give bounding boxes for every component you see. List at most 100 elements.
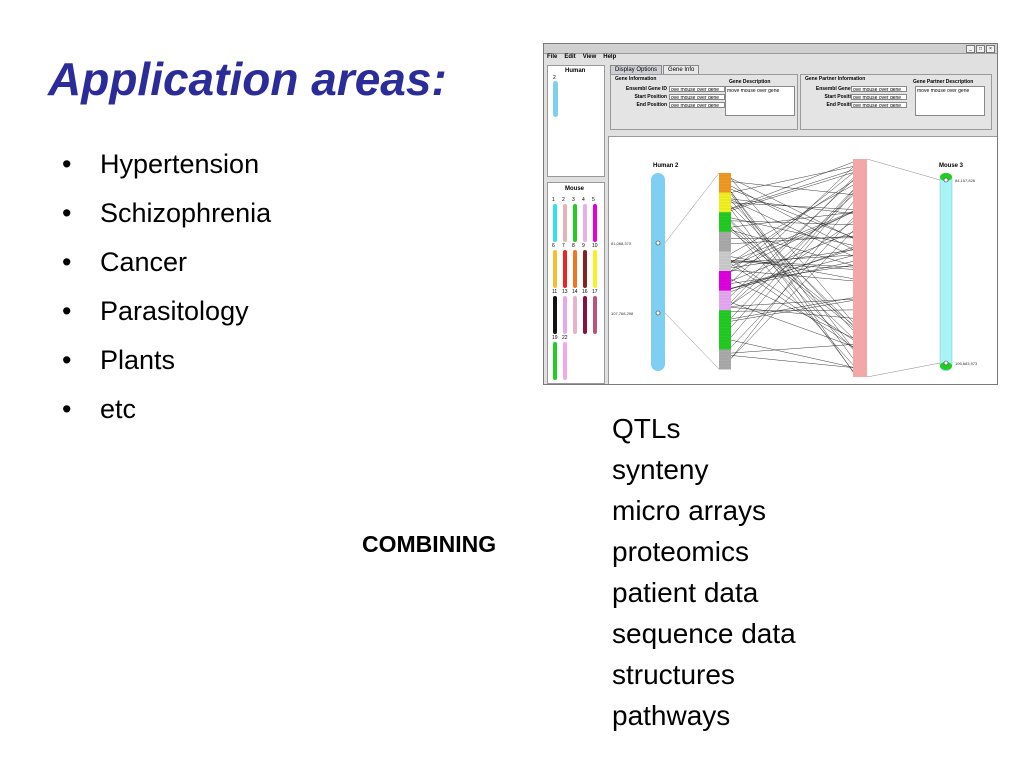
- synteny-line: [730, 209, 854, 372]
- mouse-chromosome-5[interactable]: [593, 204, 597, 242]
- window-titlebar: _ □ ×: [544, 44, 997, 54]
- synteny-line: [730, 169, 854, 210]
- synteny-line: [730, 256, 854, 279]
- mouse-chromosome-22[interactable]: [563, 342, 567, 380]
- synteny-line: [730, 172, 854, 272]
- mouse-chromosome-number: 13: [562, 289, 568, 295]
- menu-file[interactable]: File: [547, 54, 558, 60]
- synteny-line: [730, 278, 854, 339]
- mouse-chromosome-4[interactable]: [583, 204, 587, 242]
- mouse-chromosome-number: 14: [572, 289, 578, 295]
- left-marker-label: 107,768,298: [611, 311, 634, 316]
- synteny-line: [730, 188, 854, 238]
- mouse-chromosome-number: 6: [552, 243, 555, 249]
- mouse-chromosome-16[interactable]: [583, 296, 587, 334]
- synteny-line: [730, 297, 854, 320]
- left-marker-dot: [655, 240, 661, 246]
- close-icon[interactable]: ×: [986, 45, 995, 53]
- menu-edit[interactable]: Edit: [564, 54, 576, 60]
- gene-description-field[interactable]: move mouse over gene: [725, 86, 795, 116]
- gene-partner-info-box: Gene Partner Information Ensembl Gene ID…: [800, 74, 992, 130]
- mouse-chromosome-number: 19: [552, 335, 558, 341]
- partner-description-field[interactable]: move mouse over gene: [915, 86, 985, 116]
- synteny-line: [730, 185, 854, 250]
- mouse-chromosome-11[interactable]: [553, 296, 557, 334]
- combining-label: COMBINING: [362, 531, 497, 557]
- mouse-chromosome-number: 5: [592, 197, 595, 203]
- synteny-line: [730, 229, 854, 266]
- mouse-chromosome-9[interactable]: [583, 250, 587, 288]
- mouse-chromosome-1[interactable]: [553, 204, 557, 242]
- synteny-line: [730, 211, 854, 262]
- human-chromosome-thumbnail[interactable]: [553, 81, 558, 117]
- synteny-line: [730, 191, 854, 359]
- partner-description-header: Gene Partner Description: [913, 79, 974, 85]
- right-marker-dot: [943, 177, 949, 183]
- chromosome-cap: [940, 173, 952, 181]
- mouse-chromosome-number: 17: [592, 289, 598, 295]
- mouse-chromosome-13[interactable]: [563, 296, 567, 334]
- synteny-diagram: Human 2 81,068,373 107,768,298 Mouse 3 8…: [611, 158, 978, 378]
- menu-bar: File Edit View Help: [544, 54, 616, 63]
- synteny-line: [730, 217, 854, 348]
- mouse-chromosome-7[interactable]: [563, 250, 567, 288]
- menu-help[interactable]: Help: [603, 54, 617, 60]
- gene-info-header: Gene Information: [615, 76, 657, 82]
- synteny-lines: [664, 158, 941, 378]
- list-item: patient data: [612, 577, 759, 608]
- maximize-icon[interactable]: □: [976, 45, 985, 53]
- mouse-chromosome-number: 10: [592, 243, 598, 249]
- partner-ensembl-id-field[interactable]: ove mouse over gene: [851, 86, 907, 92]
- synteny-line: [730, 307, 854, 319]
- synteny-line: [730, 230, 854, 359]
- partner-end-position-field[interactable]: ove mouse over gene: [851, 102, 907, 108]
- list-item: micro arrays: [612, 495, 767, 526]
- synteny-line: [730, 344, 854, 354]
- human-genome-panel: Human 2: [547, 65, 605, 177]
- gene-description-header: Gene Description: [729, 79, 771, 85]
- mouse-chromosome-3[interactable]: [573, 204, 577, 242]
- mouse-chromosome-number: 1: [552, 197, 555, 203]
- synteny-line: [730, 221, 854, 305]
- mouse-chromosome-17[interactable]: [593, 296, 597, 334]
- connector-line: [664, 312, 720, 370]
- connector-line: [866, 362, 941, 378]
- synteny-line: [730, 166, 854, 193]
- human-chromosome-2[interactable]: [651, 173, 665, 371]
- mouse-chromosome-number: 2: [562, 197, 565, 203]
- mouse-chromosome-number: 7: [562, 243, 565, 249]
- mouse-chromosome-10[interactable]: [593, 250, 597, 288]
- end-position-field[interactable]: ove mouse over gene: [669, 102, 725, 108]
- mouse-chromosome-2[interactable]: [563, 204, 567, 242]
- chromosome-cap: [940, 362, 952, 370]
- band-segment: [719, 212, 731, 233]
- minimize-icon[interactable]: _: [966, 45, 975, 53]
- partner-start-position-label: Start Position: [824, 94, 857, 100]
- human-panel-label: Human: [565, 68, 586, 74]
- mouse-chromosome-14[interactable]: [573, 296, 577, 334]
- mouse-chromosome-19[interactable]: [553, 342, 557, 380]
- partner-info-header: Gene Partner Information: [805, 76, 866, 82]
- start-position-field[interactable]: ove mouse over gene: [669, 94, 725, 100]
- mouse-chromosome-3[interactable]: [939, 172, 953, 372]
- synteny-line: [730, 192, 854, 338]
- synteny-line: [730, 263, 854, 348]
- list-item: sequence data: [612, 618, 796, 649]
- mouse-chromosome-8[interactable]: [573, 250, 577, 288]
- synteny-line: [730, 302, 854, 347]
- mouse-chromosome-number: 9: [582, 243, 585, 249]
- right-marker-label: 106,683,973: [955, 361, 978, 366]
- right-marker-dot: [943, 360, 949, 366]
- list-item: synteny: [612, 454, 709, 485]
- mouse-chromosome-number: 8: [572, 243, 575, 249]
- list-item: structures: [612, 659, 735, 690]
- mouse-chromosome-6[interactable]: [553, 250, 557, 288]
- partner-start-position-field[interactable]: ove mouse over gene: [851, 94, 907, 100]
- left-chromosome-label: Human 2: [653, 163, 679, 169]
- mouse-chromosome-number: 11: [552, 289, 558, 295]
- ensembl-id-field[interactable]: ove mouse over gene: [669, 86, 725, 92]
- band-segment: [719, 192, 731, 213]
- gene-info-box: Gene Information Ensembl Gene ID Start P…: [610, 74, 798, 130]
- synteny-canvas[interactable]: Human 2 81,068,373 107,768,298 Mouse 3 8…: [608, 136, 997, 384]
- menu-view[interactable]: View: [582, 54, 597, 60]
